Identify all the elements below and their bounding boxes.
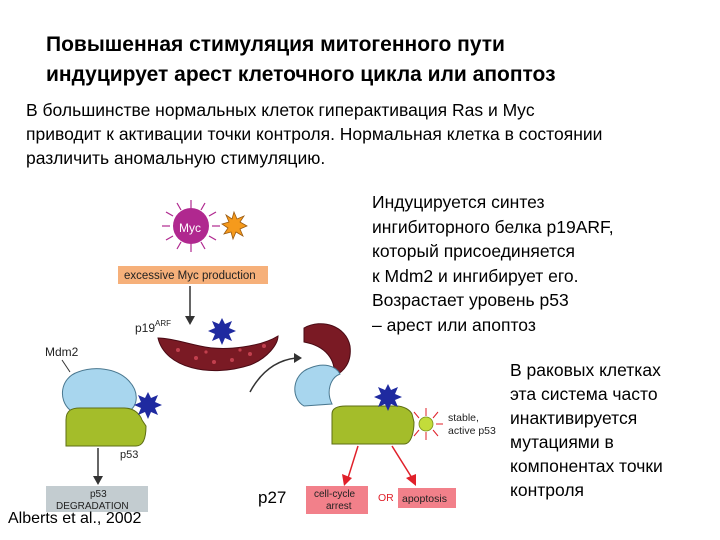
p19-explanation: Индуцируется синтез ингибиторного белка … [372, 190, 614, 337]
degradation-label-1: p53 [90, 489, 107, 500]
mdm2-protein-shape [62, 368, 137, 413]
mdm2-label: Mdm2 [45, 345, 79, 359]
cancer-explanation-line-2: эта система часто [510, 384, 658, 404]
myc-label: Myc [179, 221, 201, 235]
cancer-explanation-line-1: В раковых клетках [510, 360, 661, 380]
blue-star-icon-1 [208, 318, 236, 345]
p53-stable-shape [331, 405, 415, 445]
citation: Alberts et al., 2002 [8, 510, 142, 527]
myc-burst-icon [162, 200, 220, 252]
arrest-label-1: cell-cycle [314, 489, 356, 500]
mdm2-inactive-shape [294, 364, 341, 407]
p19-label: p19ARF [135, 319, 171, 335]
stable-label-2: active p53 [448, 425, 496, 437]
title-line-1: Повышенная стимуляция митогенного пути [46, 33, 505, 56]
p19-explanation-line-4: к Mdm2 и ингибирует его. [372, 265, 579, 286]
apoptosis-box [398, 488, 456, 508]
arrest-box [306, 486, 368, 514]
blue-star-icon-2 [134, 392, 162, 419]
p19-protein-shape [157, 335, 279, 372]
arrest-label-2: arrest [326, 501, 352, 512]
p19-explanation-line-1: Индуцируется синтез [372, 192, 545, 212]
degradation-label-2: DEGRADATION [56, 501, 129, 512]
or-label: OR [378, 492, 394, 504]
stable-label-1: stable, [448, 412, 479, 424]
slide-title: Повышенная стимуляция митогенного пути и… [46, 30, 706, 90]
cancer-explanation-line-6: контроля [510, 480, 585, 500]
excessive-myc-box [118, 266, 268, 284]
p19-explanation-line-6: – арест или апоптоз [372, 314, 536, 335]
title-line-2: индуцирует арест клеточного цикла или ап… [46, 63, 556, 86]
p27-label: p27 [258, 488, 287, 507]
excessive-myc-label: excessive Myc production [124, 270, 256, 282]
intro-line-1: В большинстве нормальных клеток гиперакт… [26, 100, 535, 120]
apoptosis-label: apoptosis [402, 493, 447, 505]
intro-paragraph: В большинстве нормальных клеток гиперакт… [26, 98, 716, 170]
cancer-explanation: В раковых клетках эта система часто инак… [510, 358, 663, 502]
p19-explanation-line-3: который присоединяется [372, 241, 576, 261]
p19-explanation-line-2: ингибиторного белка p19ARF, [372, 216, 614, 237]
active-burst-icon [413, 408, 443, 440]
p53-protein-shape [65, 407, 147, 447]
intro-line-2: приводит к активации точки контроля. Нор… [26, 124, 603, 144]
intro-line-3: различить аномальную стимуляцию. [26, 148, 326, 168]
orange-star-icon [221, 210, 248, 241]
cancer-explanation-line-5: компонентах точки [510, 456, 663, 476]
cancer-explanation-line-4: мутациями в [510, 432, 614, 452]
blue-star-icon-3 [374, 384, 402, 411]
p19-bound-shape [303, 323, 351, 377]
degradation-box [46, 486, 148, 512]
p19-explanation-line-5: Возрастает уровень p53 [372, 290, 569, 310]
p53-label: p53 [120, 449, 138, 461]
cancer-explanation-line-3: инактивируется [510, 408, 638, 428]
